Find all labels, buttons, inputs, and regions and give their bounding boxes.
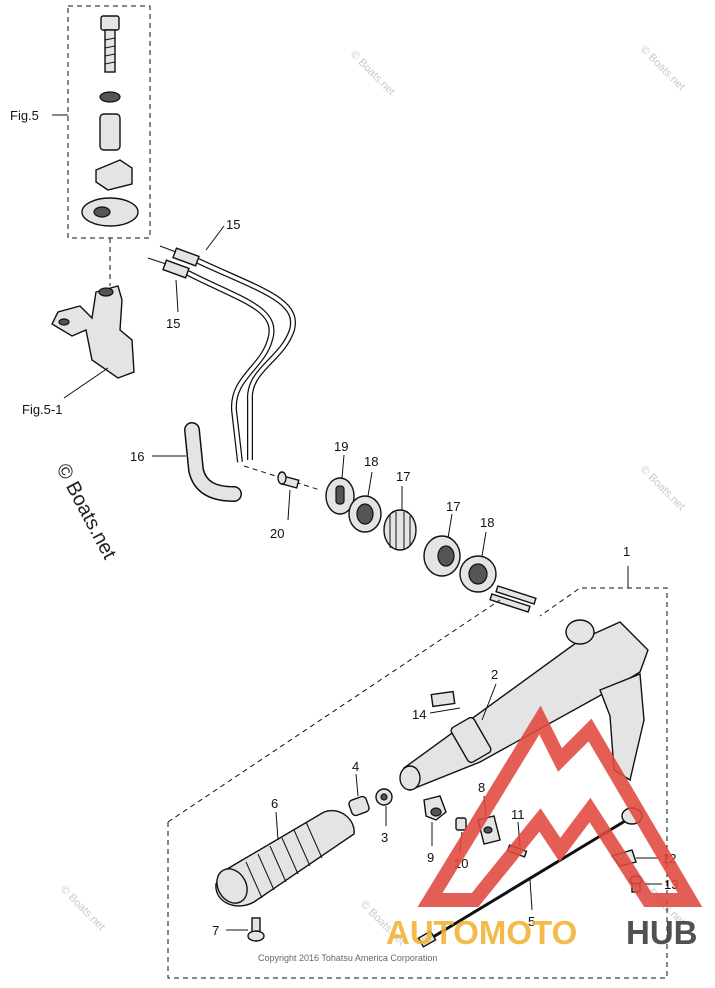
automotohub-logo: AUTOMOTO HUB	[386, 705, 703, 951]
bracket-fig5-1	[51, 285, 135, 399]
tiller-arm-part-1	[399, 619, 649, 791]
callout-18-right: 18	[480, 515, 494, 530]
decal-part-14	[430, 690, 456, 708]
nut-part-3	[375, 788, 393, 806]
callout-8: 8	[478, 780, 485, 795]
boats-net-watermark: © Boats.net	[52, 460, 121, 563]
handle-dashed-box	[167, 587, 668, 979]
callout-9: 9	[427, 850, 434, 865]
callout-6: 6	[271, 796, 278, 811]
callout-17-right: 17	[446, 499, 460, 514]
grip-part-6	[215, 809, 355, 907]
copyright-text: Copyright 2016 Tohatsu America Corporati…	[258, 953, 437, 963]
callout-1: 1	[623, 544, 630, 559]
screw-part-7	[247, 917, 265, 942]
callout-19: 19	[334, 439, 348, 454]
callout-15-top: 15	[226, 217, 240, 232]
logo-text-automoto: AUTOMOTO	[386, 914, 577, 951]
watermark-1: © Boats.net	[348, 49, 397, 98]
hose-part-16	[185, 423, 241, 501]
watermark-2: © Boats.net	[638, 44, 687, 93]
throttle-cables	[147, 245, 321, 491]
screw-part-20	[277, 471, 300, 489]
callout-5: 5	[528, 914, 535, 929]
fig5-1-label: Fig.5-1	[22, 402, 62, 417]
callout-15-bottom: 15	[166, 316, 180, 331]
ring-part-18-right	[459, 555, 497, 593]
watermark-3: © Boats.net	[638, 464, 687, 513]
knob-part-9	[423, 795, 447, 821]
callout-20: 20	[270, 526, 284, 541]
bushing-part-4	[348, 795, 370, 817]
connector-pins	[489, 585, 537, 613]
plate-part-19	[325, 477, 355, 515]
logo-text-hub: HUB	[626, 914, 698, 951]
ring-part-18-left	[348, 495, 382, 533]
callout-16: 16	[130, 449, 144, 464]
callout-7: 7	[212, 923, 219, 938]
callout-2: 2	[491, 667, 498, 682]
gear-part-17-left	[383, 509, 417, 551]
fig5-dashed-box	[67, 5, 151, 239]
logo-triangle-mark	[417, 705, 703, 907]
fig5-label: Fig.5	[10, 108, 39, 123]
spring-part-10	[455, 817, 467, 831]
callout-3: 3	[381, 830, 388, 845]
callout-18-left: 18	[364, 454, 378, 469]
gear-part-17-right	[423, 535, 461, 577]
watermark-4: © Boats.net	[58, 884, 107, 933]
callout-4: 4	[352, 759, 359, 774]
callout-11: 11	[511, 807, 525, 822]
callout-17-left: 17	[396, 469, 410, 484]
bolt-stack	[81, 15, 139, 286]
callout-14: 14	[412, 707, 426, 722]
